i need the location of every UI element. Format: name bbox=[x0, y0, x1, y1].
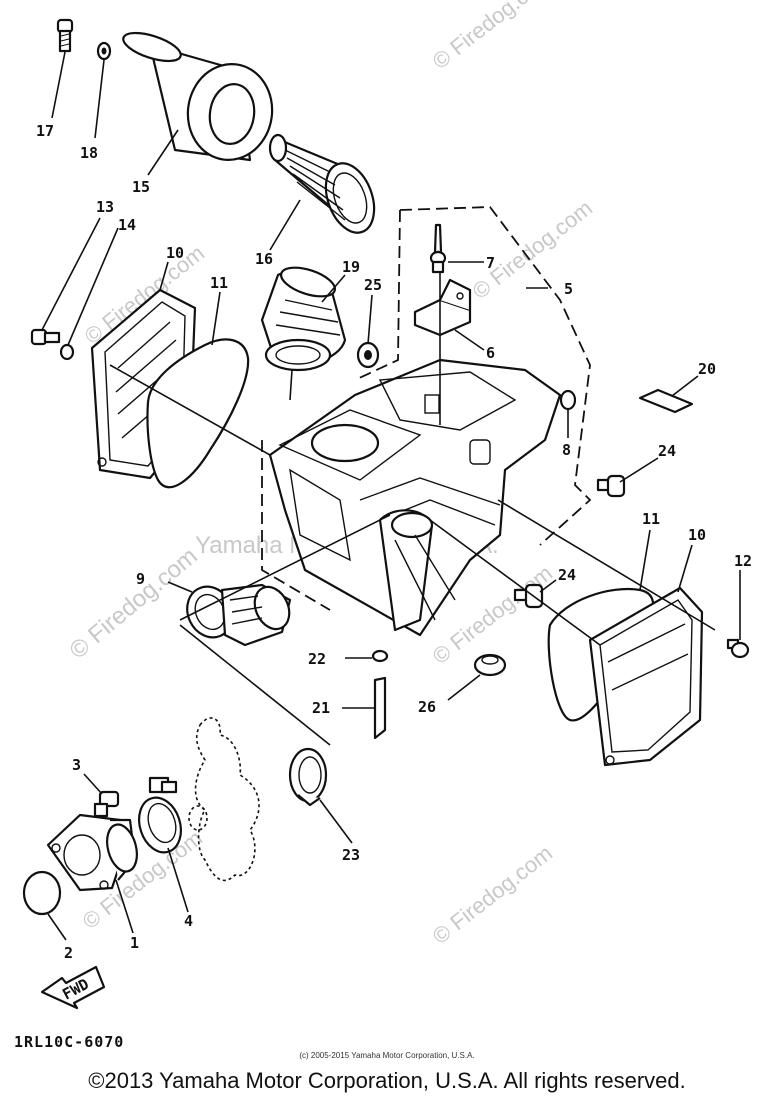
callout-23: 23 bbox=[342, 846, 360, 864]
callout-13: 13 bbox=[96, 198, 114, 216]
bracket-6 bbox=[413, 278, 472, 337]
callout-19: 19 bbox=[342, 258, 360, 276]
firedog-watermark: © Firedog.com bbox=[428, 840, 557, 949]
callout-25: 25 bbox=[364, 276, 382, 294]
callout-7: 7 bbox=[486, 254, 495, 272]
fwd-arrow: FWD bbox=[40, 965, 106, 1010]
clamp-4 bbox=[138, 776, 182, 854]
cone-screen-16 bbox=[268, 133, 376, 234]
callout-14: 14 bbox=[118, 216, 136, 234]
callout-24-upper: 24 bbox=[658, 442, 676, 460]
callout-6: 6 bbox=[486, 344, 495, 362]
assembly-outline-5 bbox=[261, 206, 592, 611]
callout-24-lower: 24 bbox=[558, 566, 576, 584]
grommet-25 bbox=[356, 341, 380, 369]
screw-12 bbox=[726, 638, 750, 659]
filter-element-15 bbox=[122, 31, 274, 162]
grommet-26 bbox=[473, 653, 507, 677]
washer-18 bbox=[96, 41, 112, 61]
bolt-24-lower bbox=[513, 583, 544, 609]
pad-20 bbox=[638, 388, 694, 414]
callout-15: 15 bbox=[132, 178, 150, 196]
callout-5: 5 bbox=[564, 280, 573, 298]
leader-lines bbox=[41, 51, 741, 941]
screw-13 bbox=[30, 328, 61, 346]
callout-11-left: 11 bbox=[210, 274, 228, 292]
callout-8: 8 bbox=[562, 441, 571, 459]
callout-10-right: 10 bbox=[688, 526, 706, 544]
intake-manifold-1 bbox=[46, 813, 138, 892]
clamp-21 bbox=[373, 676, 387, 740]
callout-22: 22 bbox=[308, 650, 326, 668]
washer-14 bbox=[59, 343, 75, 361]
intake-boot-19 bbox=[260, 266, 347, 372]
callout-11-right: 11 bbox=[642, 510, 660, 528]
air-box-5 bbox=[268, 358, 562, 637]
o-ring-2 bbox=[22, 870, 62, 916]
small-copyright: (c) 2005-2015 Yamaha Motor Corporation, … bbox=[299, 1051, 475, 1060]
callout-16: 16 bbox=[255, 250, 273, 268]
callout-4: 4 bbox=[184, 912, 193, 930]
clip-22 bbox=[371, 649, 389, 663]
callout-20: 20 bbox=[698, 360, 716, 378]
callout-17: 17 bbox=[36, 122, 54, 140]
gasket-11-left bbox=[146, 338, 250, 489]
callout-18: 18 bbox=[80, 144, 98, 162]
callout-21: 21 bbox=[312, 699, 330, 717]
clamp-23 bbox=[288, 747, 328, 807]
callout-12: 12 bbox=[734, 552, 752, 570]
callout-labels: 17 18 15 16 13 14 10 11 19 25 7 5 6 20 8… bbox=[36, 122, 752, 962]
bolt-3 bbox=[93, 790, 120, 818]
bolt-24-upper bbox=[596, 474, 626, 498]
callout-1: 1 bbox=[130, 934, 139, 952]
bolt-17 bbox=[56, 18, 74, 53]
firedog-watermark: © Firedog.com bbox=[428, 0, 557, 74]
diagram-part-code: 1RL10C-6070 bbox=[14, 1033, 125, 1051]
engine-outline bbox=[188, 717, 260, 882]
pin-7 bbox=[429, 223, 447, 274]
callout-3: 3 bbox=[72, 756, 81, 774]
grommet-8 bbox=[559, 389, 577, 411]
firedog-watermark: © Firedog.com bbox=[65, 543, 203, 665]
callout-10-left: 10 bbox=[166, 244, 184, 262]
copyright-footer: ©2013 Yamaha Motor Corporation, U.S.A. A… bbox=[88, 1068, 686, 1093]
callout-9: 9 bbox=[136, 570, 145, 588]
callout-2: 2 bbox=[64, 944, 73, 962]
exploded-view-drawing: © Firedog.com © Firedog.com © Firedog.co… bbox=[22, 0, 752, 1010]
callout-26: 26 bbox=[418, 698, 436, 716]
